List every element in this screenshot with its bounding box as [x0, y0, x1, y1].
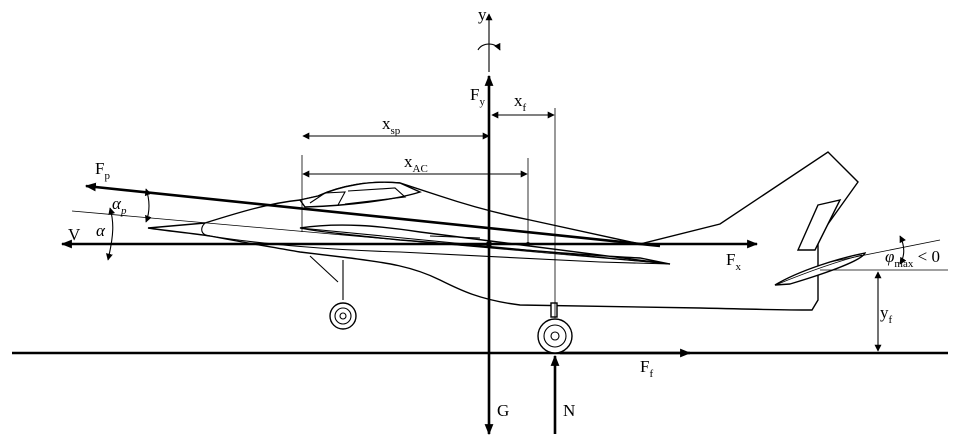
svg-text:N: N [563, 401, 575, 420]
svg-text:Fy: Fy [470, 85, 485, 108]
label-n: N [563, 401, 575, 420]
label-xsp: xsp [382, 114, 401, 137]
phi-angle-arc [899, 235, 907, 265]
label-g: G [497, 401, 509, 420]
svg-text:xf: xf [514, 91, 527, 114]
aero-center-dot [526, 242, 530, 246]
label-alpha-p: αp [112, 194, 127, 217]
svg-text:Fp: Fp [95, 159, 110, 182]
label-alpha: α [96, 221, 106, 240]
label-fp: Fp [95, 159, 110, 182]
label-y-axis: y [478, 5, 487, 24]
svg-text:xAC: xAC [404, 152, 428, 175]
aircraft-body [147, 151, 867, 354]
svg-text:αp: αp [112, 194, 127, 217]
svg-text:G: G [497, 401, 509, 420]
label-yf: yf [880, 303, 893, 326]
svg-text:xsp: xsp [382, 114, 401, 137]
svg-text:Ff: Ff [640, 357, 653, 380]
label-fy: Fy [470, 85, 485, 108]
alpha-angle-arc [106, 207, 116, 261]
svg-text:α: α [96, 221, 106, 240]
svg-text:Fx: Fx [726, 250, 741, 273]
label-fx: Fx [726, 250, 741, 273]
label-ff: Ff [640, 357, 653, 380]
phi-reference-line [829, 239, 941, 263]
svg-text:V: V [68, 225, 81, 244]
wing-reference-line [71, 210, 671, 265]
label-v: V [68, 225, 81, 244]
rotation-arrow-icon [477, 42, 501, 51]
alpha-p-angle-arc [144, 188, 152, 223]
label-xac: xAC [404, 152, 428, 175]
svg-text:yf: yf [880, 303, 893, 326]
svg-text:φmax < 0: φmax < 0 [885, 247, 940, 270]
label-phi-max: φmax < 0 [885, 247, 940, 270]
svg-text:y: y [478, 5, 487, 24]
center-of-mass-dot [486, 241, 492, 247]
fp-thrust-vector [84, 182, 661, 248]
label-xf: xf [514, 91, 527, 114]
